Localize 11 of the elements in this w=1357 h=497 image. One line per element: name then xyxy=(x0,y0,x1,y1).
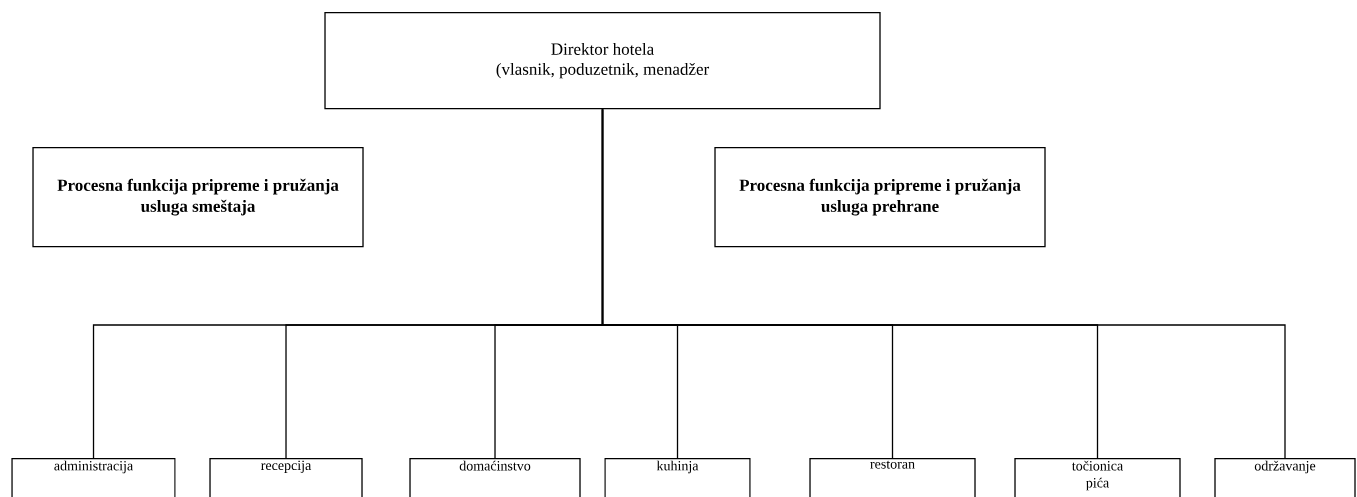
connector-line xyxy=(601,108,1286,459)
function-box: Procesna funkcija pripreme i pružanja usluga prehrane xyxy=(714,147,1046,248)
department-box: kuhinja xyxy=(604,458,751,497)
function-box: Procesna funkcija pripreme i pružanja usluga smeštaja xyxy=(32,147,364,248)
department-box: točionica pića xyxy=(1014,458,1181,497)
department-box: domaćinstvo xyxy=(409,458,581,497)
department-box: recepcija xyxy=(209,458,363,497)
department-box: održavanje xyxy=(1214,458,1356,497)
director-box: Direktor hotela (vlasnik, poduzetnik, menadžer xyxy=(324,12,881,110)
department-box: administracija xyxy=(11,458,176,497)
department-box: restoran xyxy=(809,458,976,497)
